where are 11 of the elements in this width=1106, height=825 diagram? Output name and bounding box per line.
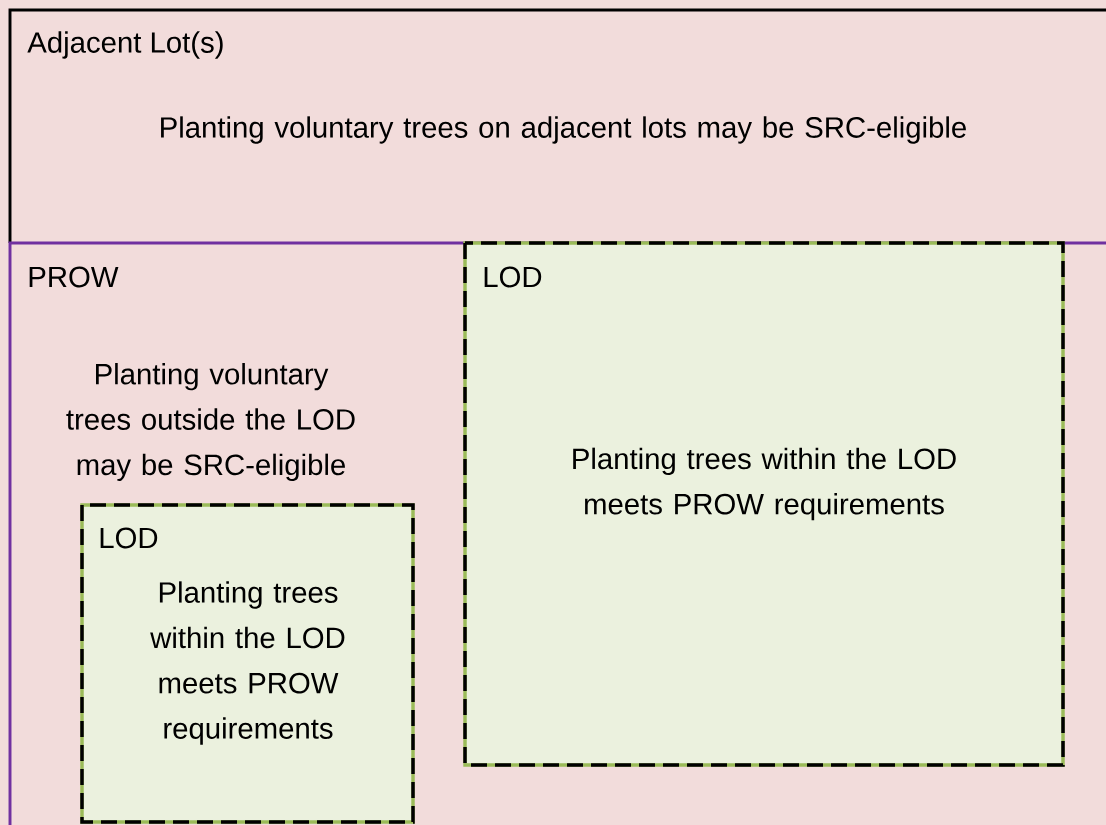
heading: LOD	[100, 527, 158, 549]
description: Planting trees within the LOD meets PROW requirements	[573, 447, 956, 521]
lod-box	[463, 241, 1065, 767]
lot-band	[8, 8, 1106, 243]
description: Planting voluntary trees on adjacent lots may be SRC-eligible	[161, 116, 966, 144]
heading: PROW	[29, 266, 119, 288]
description: Planting voluntary trees outside the LOD may be SRC-eligible	[66, 363, 355, 481]
heading: Adjacent Lot(s)	[27, 31, 223, 59]
heading: LOD	[484, 266, 542, 288]
description: Planting trees within the LOD meets PROW requirements	[150, 581, 345, 745]
lod-box	[80, 503, 415, 824]
